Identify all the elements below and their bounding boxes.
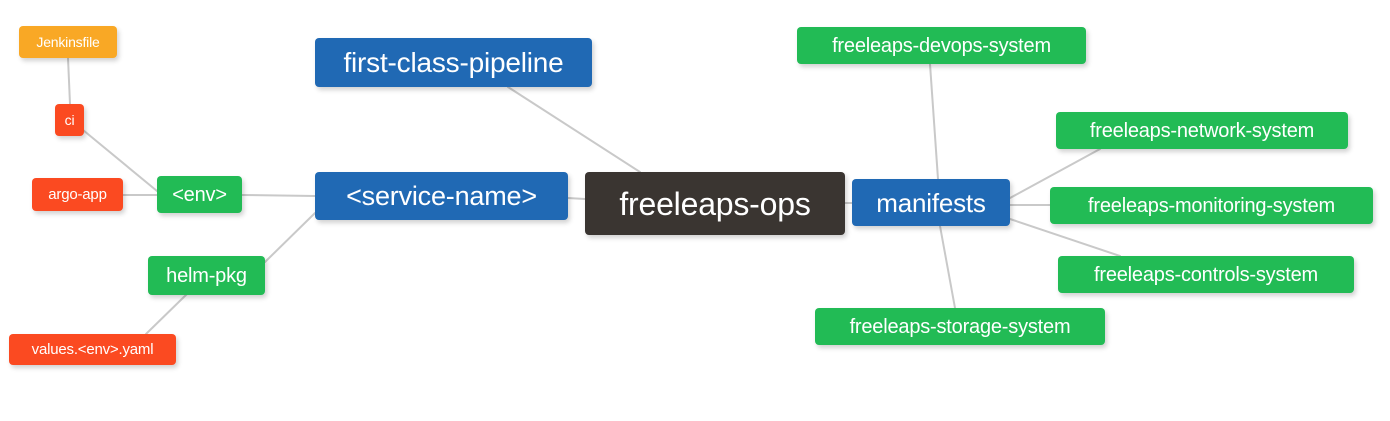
node-label-freeleaps-ops: freeleaps-ops	[619, 185, 811, 222]
node-freeleaps-ops[interactable]: freeleaps-ops	[585, 172, 845, 235]
node-label-argo-app: argo-app	[48, 186, 107, 203]
node-first-class-pipeline[interactable]: first-class-pipeline	[315, 38, 592, 87]
node-label-freeleaps-controls-system: freeleaps-controls-system	[1094, 263, 1318, 286]
node-service-name[interactable]: <service-name>	[315, 172, 568, 220]
edge-manifests-to-freeleaps-controls-system	[1009, 218, 1121, 257]
node-freeleaps-network-system[interactable]: freeleaps-network-system	[1056, 112, 1348, 149]
edge-manifests-to-freeleaps-storage-system	[939, 225, 956, 309]
edge-manifests-to-freeleaps-devops-system	[929, 63, 939, 180]
node-label-manifests: manifests	[876, 187, 986, 218]
node-label-ci: ci	[64, 112, 75, 128]
node-ci[interactable]: ci	[55, 104, 84, 136]
node-label-freeleaps-devops-system: freeleaps-devops-system	[832, 34, 1051, 57]
node-label-first-class-pipeline: first-class-pipeline	[343, 46, 564, 78]
node-env[interactable]: <env>	[157, 176, 242, 213]
node-freeleaps-storage-system[interactable]: freeleaps-storage-system	[815, 308, 1105, 345]
edge-service-name-to-freeleaps-ops	[567, 197, 586, 200]
node-freeleaps-devops-system[interactable]: freeleaps-devops-system	[797, 27, 1086, 64]
node-label-freeleaps-network-system: freeleaps-network-system	[1089, 119, 1315, 142]
node-freeleaps-monitoring-system[interactable]: freeleaps-monitoring-system	[1050, 187, 1373, 224]
node-manifests[interactable]: manifests	[852, 179, 1010, 226]
edge-env-to-service-name	[241, 194, 316, 197]
edge-service-name-to-helm-pkg	[264, 212, 316, 263]
node-values-yaml[interactable]: values.<env>.yaml	[9, 334, 176, 365]
edge-jenkinsfile-to-ci	[67, 57, 71, 105]
node-label-helm-pkg: helm-pkg	[166, 264, 247, 287]
node-argo-app[interactable]: argo-app	[32, 178, 123, 211]
node-label-service-name: <service-name>	[346, 180, 537, 211]
node-label-freeleaps-monitoring-system: freeleaps-monitoring-system	[1088, 194, 1335, 217]
node-helm-pkg[interactable]: helm-pkg	[148, 256, 265, 295]
node-label-jenkinsfile: Jenkinsfile	[36, 34, 100, 50]
node-freeleaps-controls-system[interactable]: freeleaps-controls-system	[1058, 256, 1354, 293]
edge-first-class-pipeline-to-freeleaps-ops	[507, 86, 641, 173]
node-label-freeleaps-storage-system: freeleaps-storage-system	[849, 315, 1071, 338]
edge-helm-pkg-to-values-yaml	[145, 292, 189, 335]
node-label-env: <env>	[172, 183, 227, 206]
node-jenkinsfile[interactable]: Jenkinsfile	[19, 26, 117, 58]
node-label-values-yaml: values.<env>.yaml	[31, 341, 154, 358]
